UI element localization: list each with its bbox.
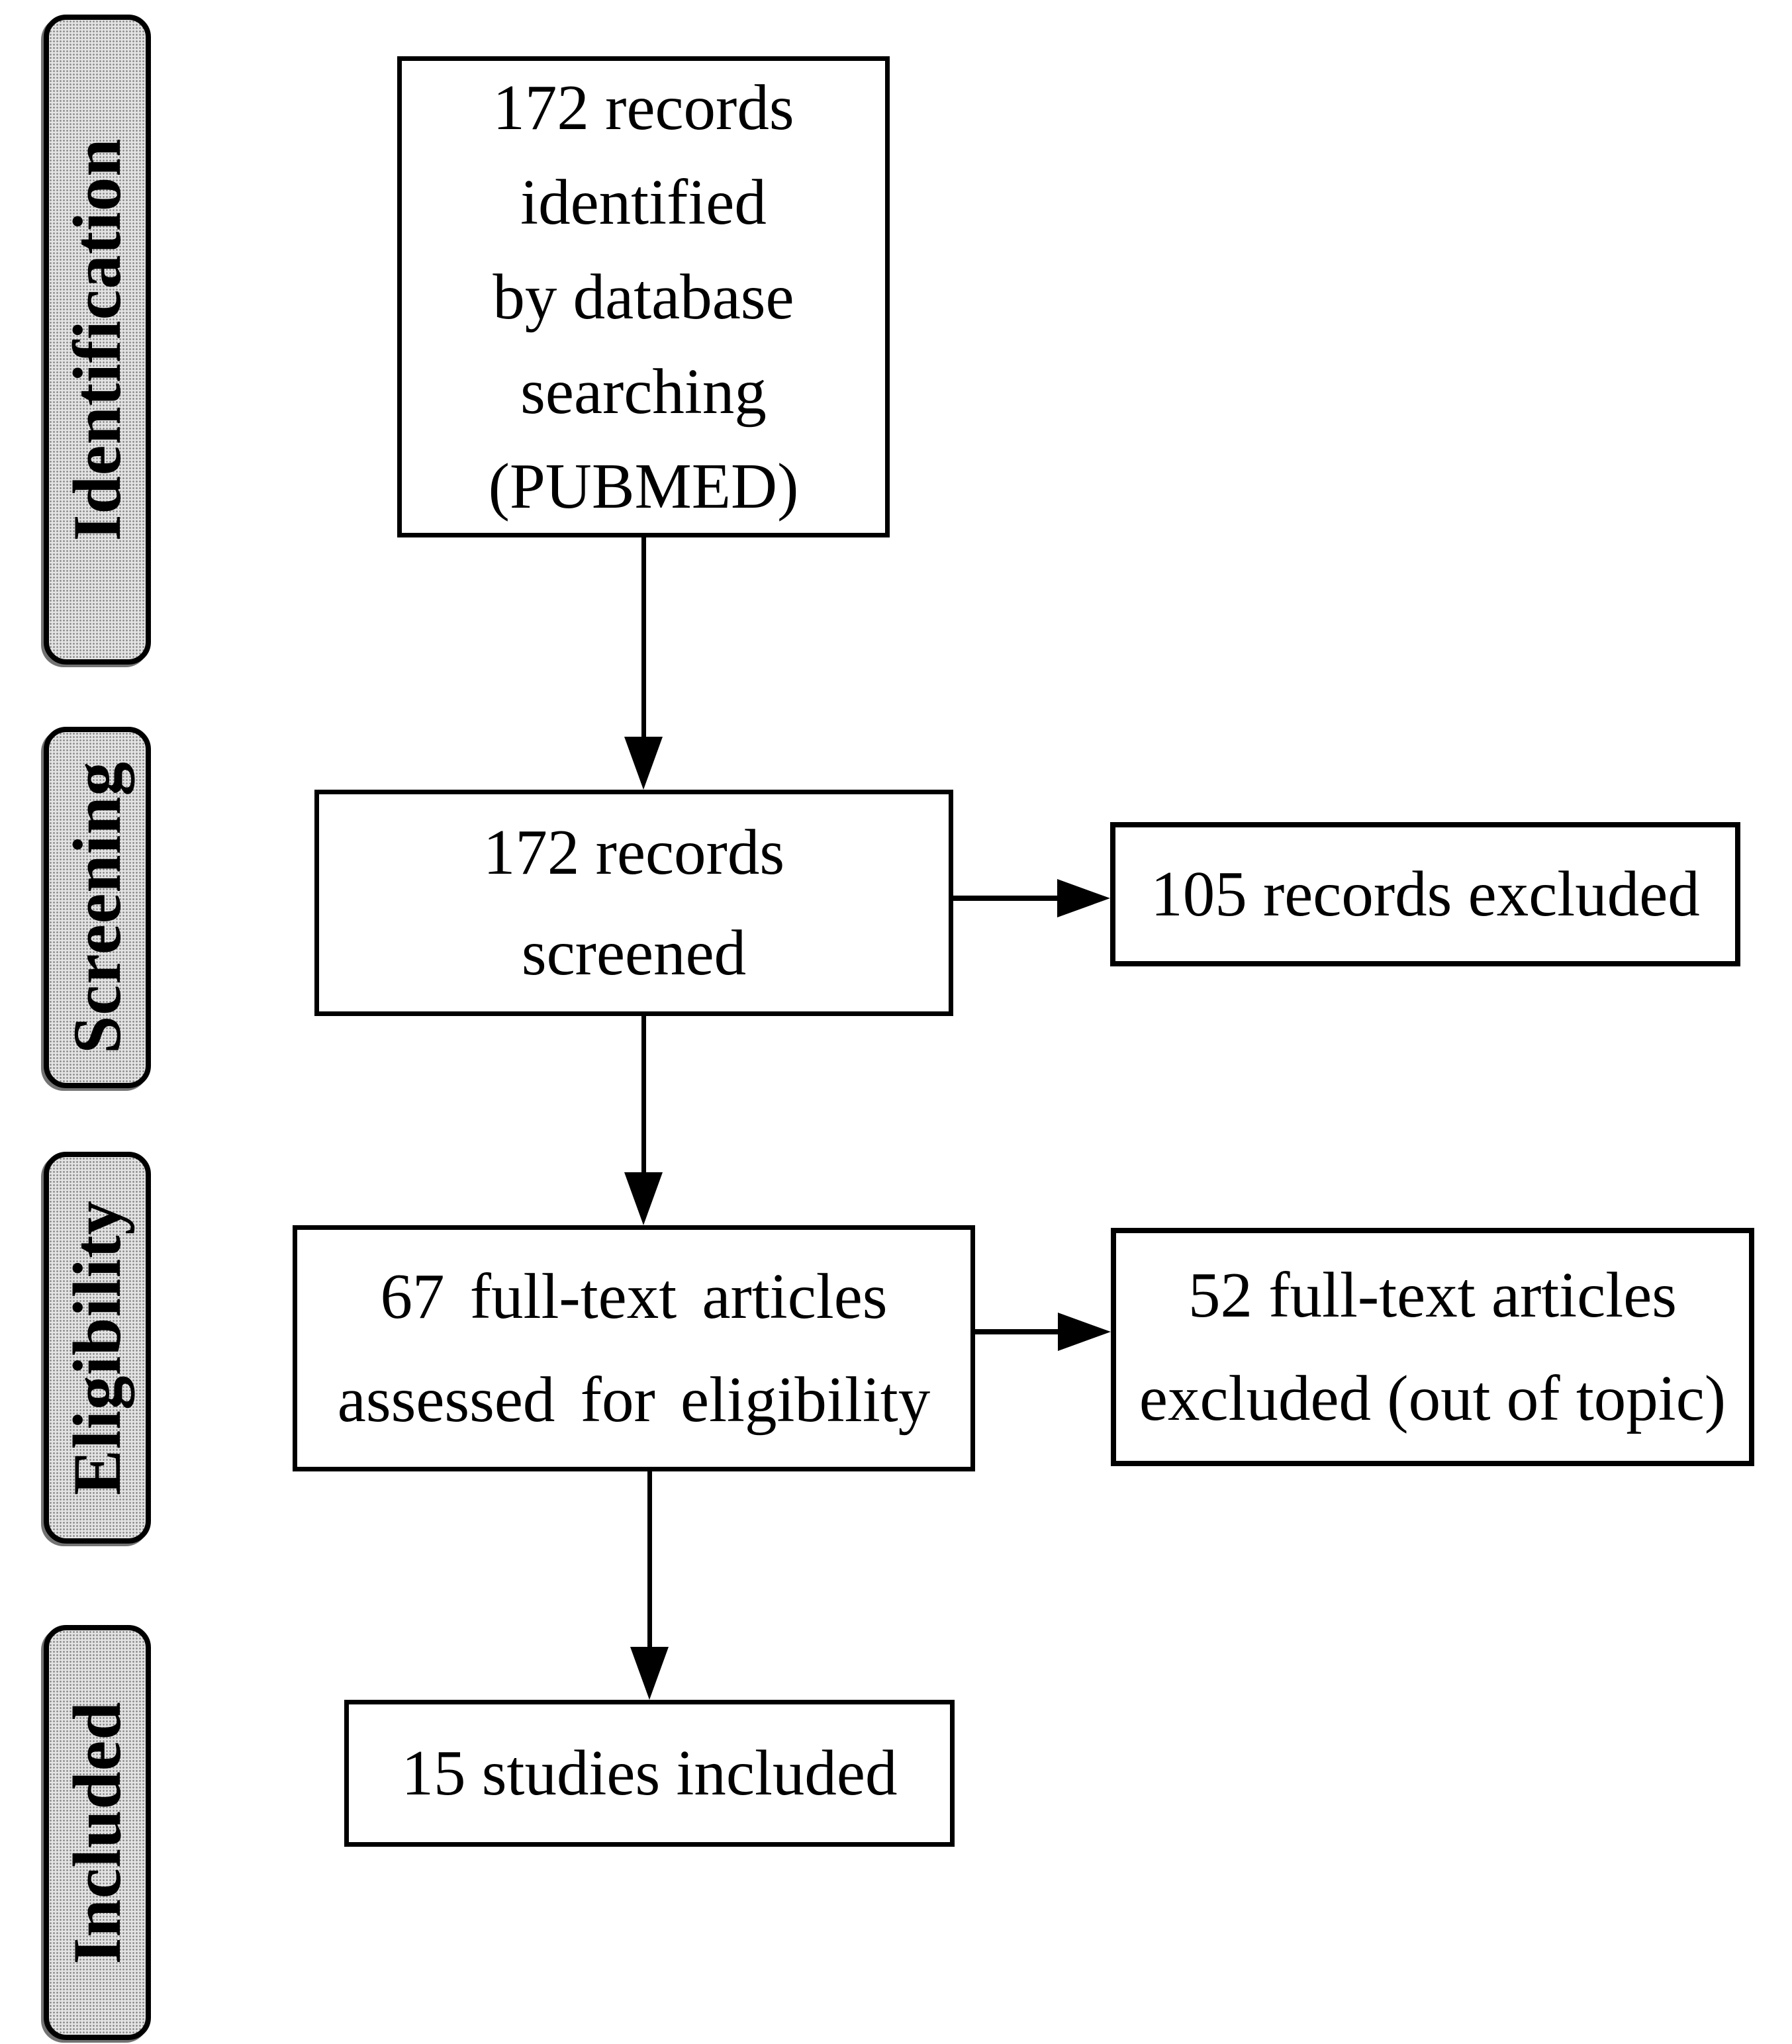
arrow-down-icon — [624, 737, 663, 790]
arrow-right-icon — [1057, 879, 1110, 917]
box-fulltext-assessed: 67 full-text articles assessed for eligi… — [293, 1225, 975, 1471]
stage-label-included-text: Included — [60, 1700, 135, 1965]
stage-label-eligibility: Eligibility — [44, 1152, 151, 1544]
box-fulltext-excluded-line: excluded (out of topic) — [1139, 1363, 1726, 1434]
box-fulltext-excluded-line: 52 full-text articles — [1188, 1260, 1677, 1330]
arrow-line-screened-to-assessed — [641, 1016, 646, 1179]
box-records-screened: 172 records screened — [314, 790, 953, 1016]
box-fulltext-assessed-line: 67 full-text articles — [380, 1261, 888, 1332]
stage-label-eligibility-text: Eligibility — [60, 1200, 135, 1495]
stage-label-screening: Screening — [44, 727, 151, 1088]
box-records-screened-line: 172 records — [483, 817, 785, 888]
box-records-identified-line: by database — [493, 261, 794, 332]
box-records-identified: 172 records identified by database searc… — [397, 56, 890, 537]
arrow-down-icon — [624, 1172, 663, 1225]
box-records-identified-line: searching — [520, 356, 767, 427]
box-fulltext-assessed-line: assessed for eligibility — [337, 1364, 931, 1435]
box-records-screened-line: screened — [521, 917, 747, 988]
box-records-excluded: 105 records excluded — [1110, 822, 1740, 966]
stage-label-included: Included — [44, 1625, 151, 2040]
box-studies-included: 15 studies included — [344, 1700, 955, 1847]
arrow-line-identified-to-screened — [641, 537, 646, 743]
stage-label-screening-text: Screening — [60, 761, 135, 1054]
arrow-right-icon — [1058, 1313, 1111, 1351]
arrow-line-screened-to-excluded — [953, 896, 1067, 901]
stage-label-identification: Identification — [44, 15, 151, 665]
arrow-line-assessed-to-included — [647, 1471, 652, 1651]
arrow-line-assessed-to-excluded — [975, 1329, 1064, 1334]
box-records-excluded-line: 105 records excluded — [1151, 859, 1700, 930]
box-records-identified-line: 172 records — [493, 72, 794, 143]
box-records-identified-line: (PUBMED) — [488, 451, 799, 522]
box-records-identified-line: identified — [520, 167, 767, 238]
box-fulltext-excluded: 52 full-text articles excluded (out of t… — [1111, 1228, 1754, 1466]
arrow-down-icon — [630, 1647, 669, 1700]
box-studies-included-line: 15 studies included — [401, 1738, 898, 1809]
stage-label-identification-text: Identification — [60, 138, 135, 541]
